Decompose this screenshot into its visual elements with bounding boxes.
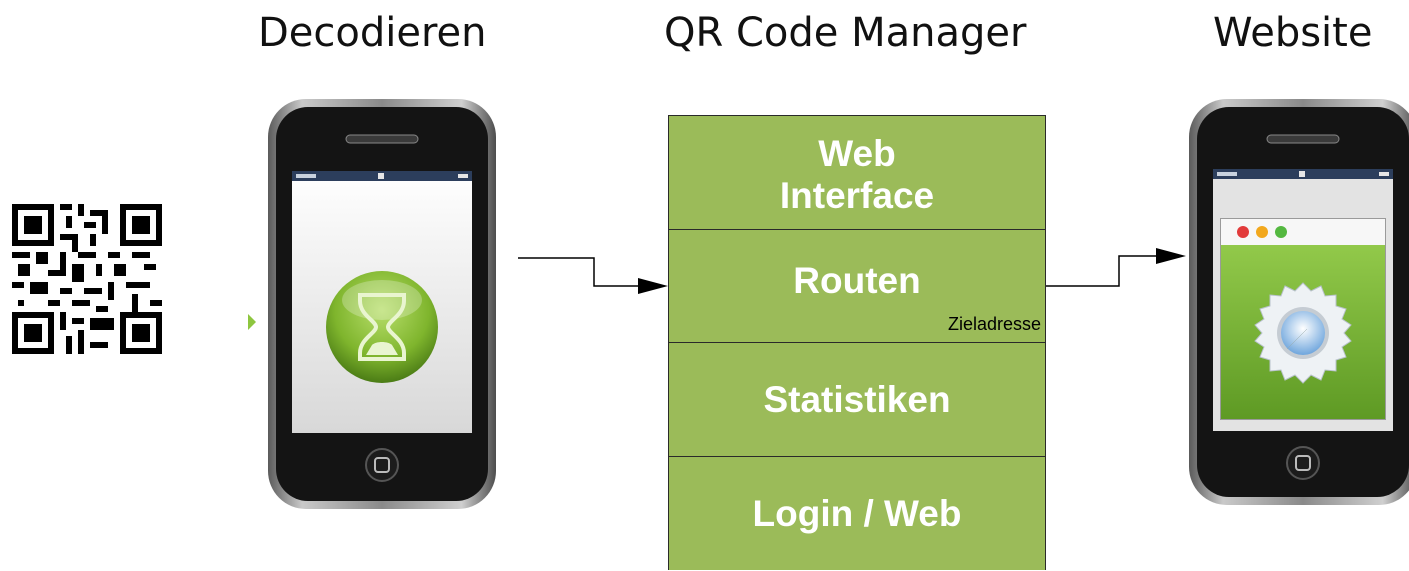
layer-web-interface: Web Interface — [669, 116, 1045, 230]
arrowhead-to-manager — [638, 278, 668, 294]
layer-routen-label: Routen — [793, 260, 921, 301]
layer-statistiken-label: Statistiken — [763, 379, 951, 420]
arrowhead-to-website — [1156, 248, 1186, 264]
layer-routen-note: Zieladresse — [947, 314, 1041, 334]
layer-web-interface-label: Web Interface — [779, 133, 935, 216]
arrow-phone-to-manager — [518, 257, 640, 287]
layer-login-web-label: Login / Web — [752, 493, 962, 534]
green-marker-icon — [248, 314, 256, 330]
heading-decodieren: Decodieren — [258, 10, 487, 56]
heading-qr-code-manager: QR Code Manager — [664, 10, 1027, 56]
heading-website: Website — [1213, 10, 1373, 56]
smartphone-hourglass-icon — [268, 99, 496, 509]
layer-login-web: Login / Web — [669, 457, 1045, 571]
qr-code-manager-stack: Web Interface Routen Zieladresse Statist… — [668, 115, 1046, 570]
layer-statistiken: Statistiken — [669, 343, 1045, 457]
qr-code-icon — [12, 204, 162, 354]
smartphone-safari-browser-icon — [1189, 99, 1409, 505]
arrow-manager-to-website — [1046, 255, 1158, 287]
layer-routen: Routen Zieladresse — [669, 230, 1045, 343]
